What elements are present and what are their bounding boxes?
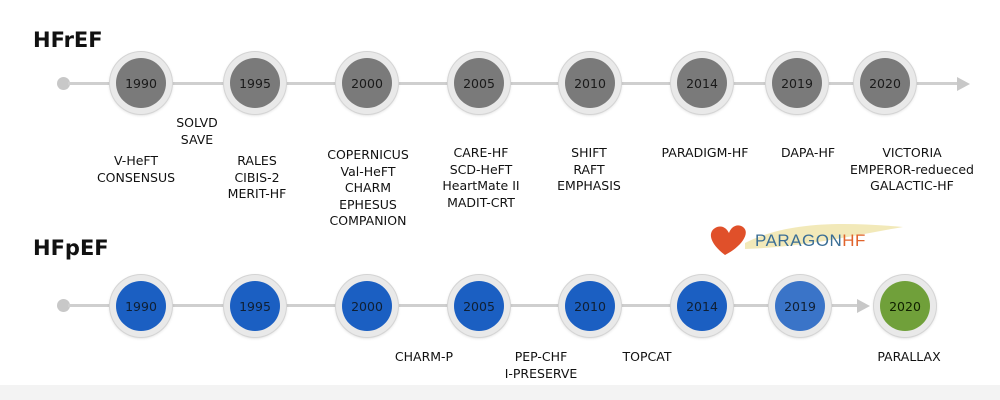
- hfpef-arrow-head: [857, 298, 870, 313]
- trial-name: DAPA-HF: [780, 145, 836, 160]
- hfpef-start-dot: [57, 299, 70, 312]
- trial-name: CARE-HF: [453, 145, 509, 160]
- hfpef-node-1995: 1995: [224, 275, 286, 337]
- hfref-year-label: 1990: [116, 58, 166, 108]
- hfpef-trials-2007: PEP-CHF I-PRESERVE: [505, 349, 578, 382]
- hfref-node-2014: 2014: [671, 52, 733, 114]
- hfpef-year-label: 2000: [342, 281, 392, 331]
- trial-name: MADIT-CRT: [447, 194, 515, 210]
- hfref-trials-2014: PARADIGM-HF: [662, 145, 749, 162]
- trial-name: SCD-HeFT: [449, 161, 513, 177]
- trial-name: HeartMate II: [442, 178, 520, 193]
- trial-name: V-HeFT: [113, 153, 159, 168]
- trial-name: EMPEROR-redueced: [850, 161, 974, 177]
- hfref-trials-1990: V-HeFT CONSENSUS: [97, 153, 175, 186]
- hfpef-year-label: 2005: [454, 281, 504, 331]
- hfref-start-dot: [57, 77, 70, 90]
- hfref-year-label: 1995: [230, 58, 280, 108]
- hfpef-node-2020: 2020: [874, 275, 936, 337]
- trial-name: SOLVD: [176, 115, 218, 130]
- hfref-year-label: 2019: [772, 58, 822, 108]
- trial-name: PARADIGM-HF: [661, 145, 749, 160]
- trial-name: CHARM: [344, 180, 392, 195]
- hfpef-trials-2012: TOPCAT: [623, 349, 672, 366]
- logo-text-hf: HF: [842, 231, 866, 250]
- hfref-node-2005: 2005: [448, 52, 510, 114]
- paragonhf-logo: [710, 224, 903, 255]
- hfref-trials-2020: VICTORIA EMPEROR-redueced GALACTIC-HF: [850, 145, 974, 195]
- hfref-node-2020: 2020: [854, 52, 916, 114]
- hfpef-node-2010: 2010: [559, 275, 621, 337]
- trial-name: VICTORIA: [882, 145, 942, 160]
- hfref-node-1995: 1995: [224, 52, 286, 114]
- trial-name: PEP-CHF: [514, 349, 568, 364]
- trial-name: TOPCAT: [622, 349, 672, 364]
- trial-name: I-PRESERVE: [504, 365, 578, 381]
- hfpef-trials-2020: PARALLAX: [877, 349, 940, 366]
- trial-name: Val-HeFT: [340, 163, 396, 179]
- hfpef-year-label: 1990: [116, 281, 166, 331]
- heart-icon: [710, 225, 746, 255]
- hfref-trials-2010: SHIFT RAFT EMPHASIS: [557, 145, 621, 195]
- hfpef-node-2014: 2014: [671, 275, 733, 337]
- trial-name: CONSENSUS: [96, 169, 176, 185]
- hfref-node-2019: 2019: [766, 52, 828, 114]
- hfref-trials-2005: CARE-HF SCD-HeFT HeartMate II MADIT-CRT: [442, 145, 519, 211]
- logo-text-paragon: PARAGON: [755, 231, 843, 250]
- hfpef-node-1990: 1990: [110, 275, 172, 337]
- trial-name: SHIFT: [571, 145, 607, 160]
- paragonhf-logo-text: PARAGONHF: [755, 231, 866, 251]
- hfref-node-1990: 1990: [110, 52, 172, 114]
- hfref-node-2010: 2010: [559, 52, 621, 114]
- hfref-axis-line: [68, 82, 958, 85]
- trial-name: COPERNICUS: [327, 147, 409, 162]
- hfpef-year-label: 2014: [677, 281, 727, 331]
- hfpef-year-label: 2010: [565, 281, 615, 331]
- trial-name: MERIT-HF: [227, 186, 287, 201]
- hfpef-year-label: 1995: [230, 281, 280, 331]
- trial-name: RAFT: [573, 161, 605, 177]
- hfpef-trials-charm-p: CHARM-P: [395, 349, 453, 366]
- trial-name: RALES: [237, 153, 277, 168]
- hfref-trials-1992: SOLVD SAVE: [176, 115, 218, 148]
- hfref-year-label: 2010: [565, 58, 615, 108]
- trial-name: COMPANION: [329, 213, 407, 228]
- hfpef-title: HFpEF: [33, 236, 109, 260]
- bottom-band: [0, 385, 1000, 400]
- trial-name: EMPHASIS: [557, 178, 621, 193]
- hfpef-node-2005: 2005: [448, 275, 510, 337]
- hfpef-year-label: 2020: [880, 281, 930, 331]
- hfref-trials-2000: COPERNICUS Val-HeFT CHARM EPHESUS COMPAN…: [327, 147, 409, 230]
- hfref-node-2000: 2000: [336, 52, 398, 114]
- hfpef-year-label: 2019: [775, 281, 825, 331]
- trial-name: PARALLAX: [877, 349, 941, 364]
- hfpef-node-2019: 2019: [769, 275, 831, 337]
- hfref-year-label: 2005: [454, 58, 504, 108]
- hfref-year-label: 2000: [342, 58, 392, 108]
- hfref-year-label: 2020: [860, 58, 910, 108]
- hfpef-node-2000: 2000: [336, 275, 398, 337]
- logo-swoosh: [745, 224, 903, 249]
- hfref-trials-2019: DAPA-HF: [781, 145, 835, 162]
- hfref-arrow-head: [957, 76, 970, 91]
- trial-name: SAVE: [180, 131, 214, 147]
- hfref-title: HFrEF: [33, 28, 103, 52]
- trial-name: EPHESUS: [339, 196, 397, 212]
- hfref-trials-1995: RALES CIBIS-2 MERIT-HF: [228, 153, 287, 203]
- trial-name: CIBIS-2: [234, 169, 280, 185]
- trial-name: GALACTIC-HF: [870, 178, 954, 193]
- trial-name: CHARM-P: [394, 349, 454, 364]
- hfref-year-label: 2014: [677, 58, 727, 108]
